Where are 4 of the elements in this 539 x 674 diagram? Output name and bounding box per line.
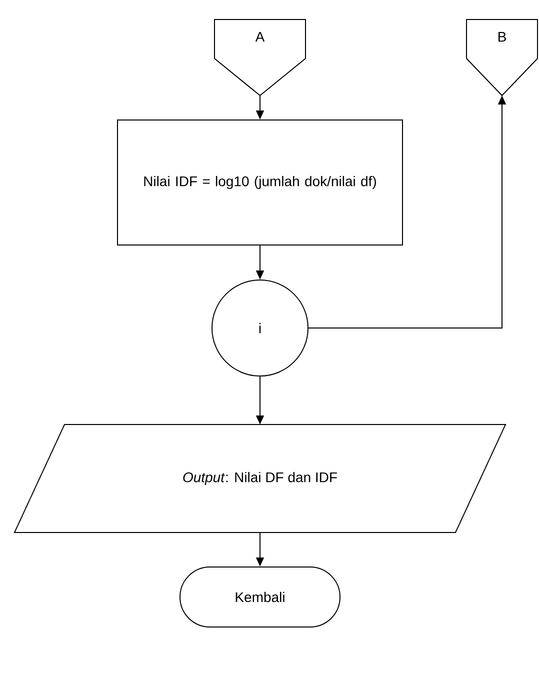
offpage-connector: B	[466, 19, 538, 96]
terminator: Kembali	[180, 566, 340, 628]
offpage-connector: A	[214, 19, 306, 96]
process-box: Nilai IDF = log10 (jumlah dok/nilai df)	[117, 120, 403, 246]
